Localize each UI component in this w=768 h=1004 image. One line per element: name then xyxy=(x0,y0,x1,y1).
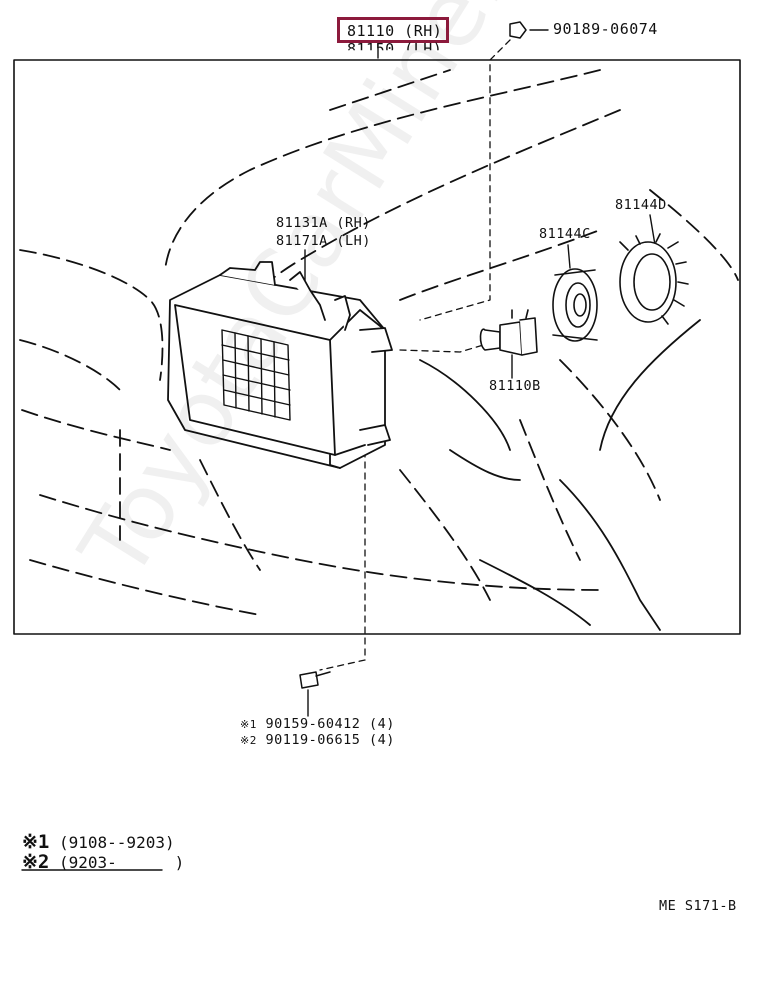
lens-grid xyxy=(221,329,291,421)
footnote-2: ※2 (9203- ) xyxy=(22,851,185,873)
bulb-clip xyxy=(509,21,527,39)
callout-cover-d[interactable]: 81144D xyxy=(615,197,667,213)
callout-housing-rh[interactable]: 81131A (RH) xyxy=(276,215,371,231)
vehicle-body-contours xyxy=(19,69,739,616)
vehicle-body-solid-lines xyxy=(419,319,701,631)
frame-outline xyxy=(13,59,741,635)
callout-bulb-clip[interactable]: 90189-06074 xyxy=(553,20,658,38)
callout-screw-2[interactable]: ※2 90119-06615 (4) xyxy=(240,732,395,748)
highlight-box xyxy=(337,17,449,43)
bulb-h4 xyxy=(479,309,538,356)
callout-assembly-lh[interactable]: 81150 (LH) xyxy=(347,40,443,58)
callout-screw-1[interactable]: ※1 90159-60412 (4) xyxy=(240,716,395,732)
headlight-housing xyxy=(167,261,393,469)
rubber-cover-c xyxy=(552,268,598,342)
mounting-screw xyxy=(299,671,331,689)
callout-bulb[interactable]: 81110B xyxy=(489,378,541,394)
diagram-code: ME S171-B xyxy=(659,898,737,914)
callout-assembly-rh[interactable]: 81110 (RH) xyxy=(347,22,443,40)
rubber-cover-d xyxy=(619,233,689,325)
footnote-1: ※1 (9108--9203) xyxy=(22,831,175,853)
callout-cover-c[interactable]: 81144C xyxy=(539,226,591,242)
leader-lines xyxy=(304,29,656,717)
callout-housing-lh[interactable]: 81171A (LH) xyxy=(276,233,371,249)
